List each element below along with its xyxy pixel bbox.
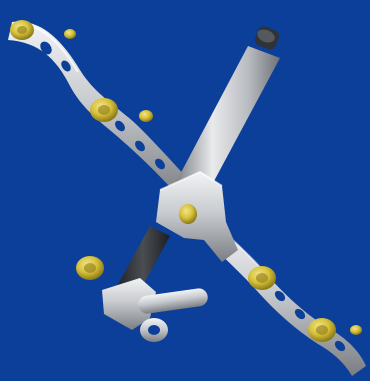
handle-ring-hole (148, 325, 160, 335)
screw-head-icon (139, 110, 153, 122)
screw-head-icon (10, 20, 34, 40)
screw-head-icon (179, 204, 197, 224)
screw-head-icon (90, 98, 118, 122)
plate-hole (294, 308, 306, 320)
screw-head-icon (248, 266, 276, 290)
lower-handle (102, 278, 208, 342)
plate-hole (40, 41, 52, 55)
plate-hole (274, 290, 286, 302)
plate-hole (61, 60, 71, 72)
plate-hole (135, 140, 145, 152)
plate-hole (155, 158, 165, 170)
screw-head-icon (308, 318, 336, 342)
guide-block (156, 170, 238, 262)
screw-head-icon (64, 29, 76, 39)
dark-rod (116, 226, 170, 298)
plate-hole (115, 120, 125, 132)
drill-guide-rod (176, 26, 280, 196)
screw-head-icon (76, 256, 104, 280)
screw-head-icon (350, 325, 362, 335)
plate-hole (334, 340, 346, 352)
